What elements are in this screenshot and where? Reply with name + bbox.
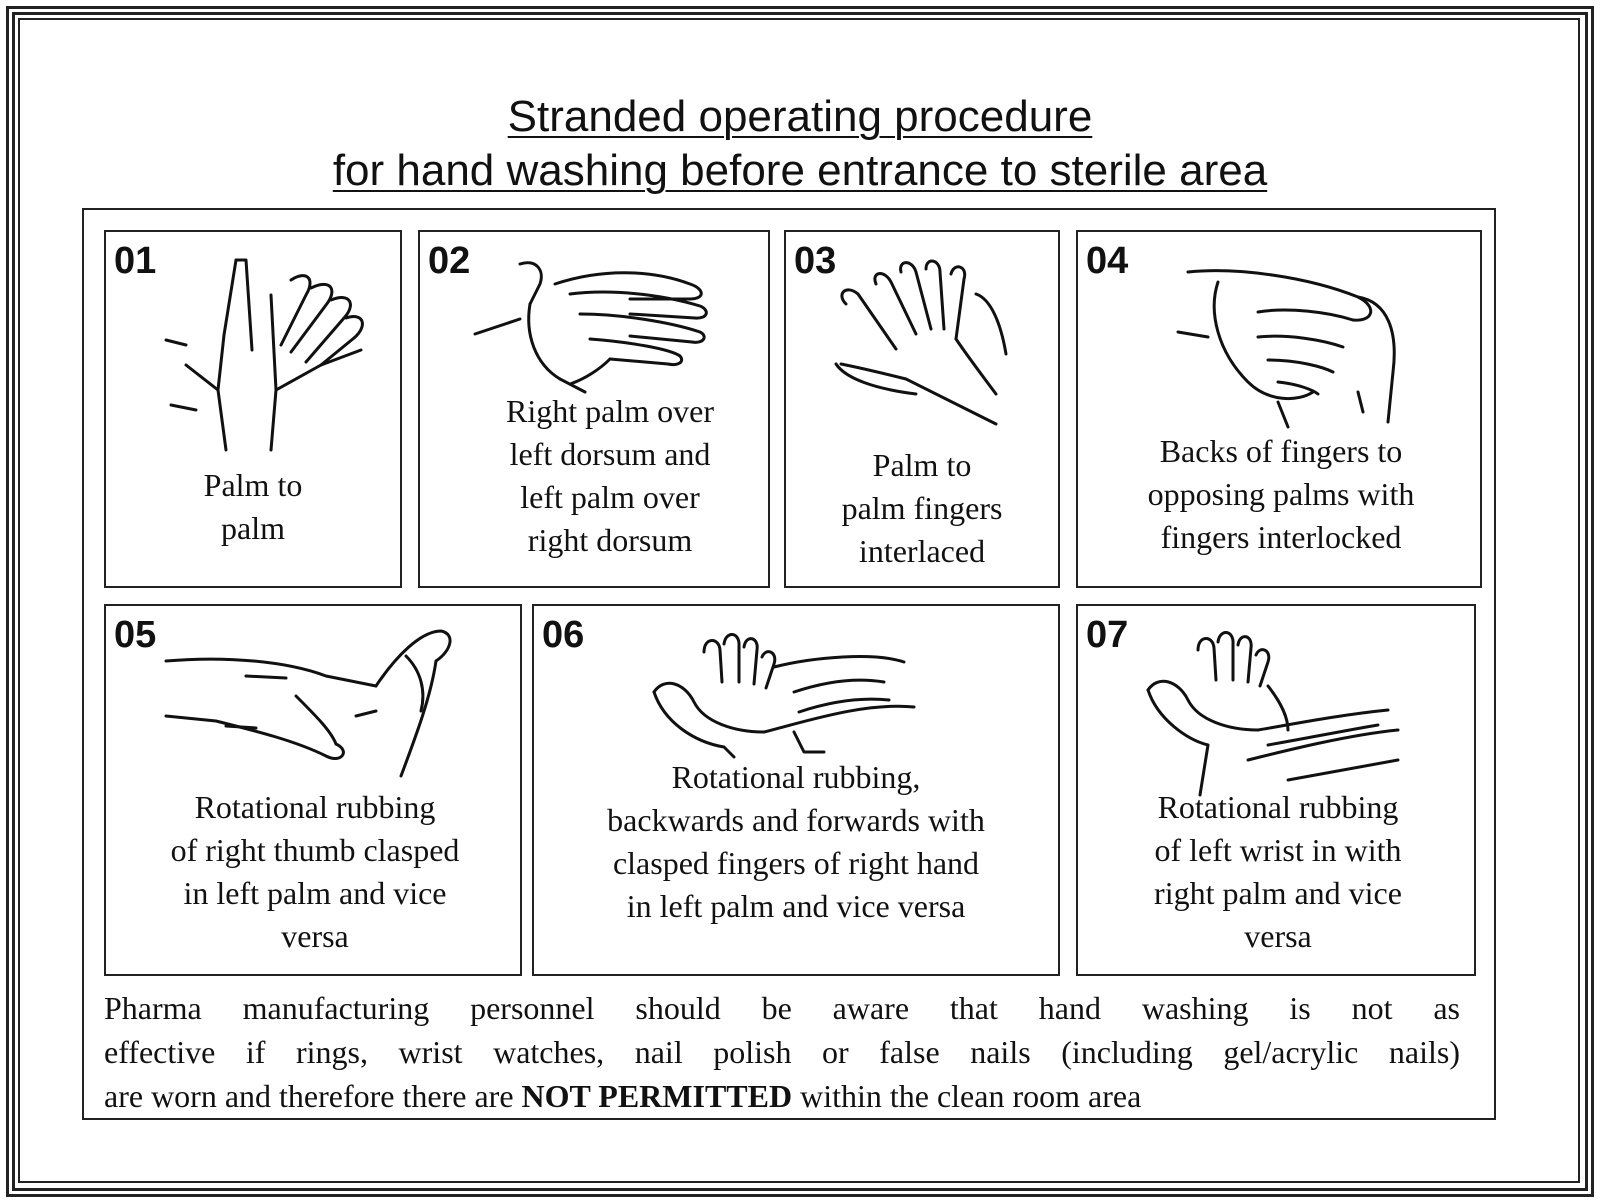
- steps-panel: [82, 208, 1496, 1120]
- step-caption: Palm to palm fingers interlaced: [786, 444, 1058, 573]
- caption-line: versa: [281, 918, 349, 954]
- caption-line: Rotational rubbing: [1157, 789, 1399, 825]
- note-line-3-start: are worn and therefore there are: [104, 1078, 522, 1114]
- title-line-1: Stranded operating procedure: [507, 92, 1093, 141]
- caption-line: right dorsum: [527, 522, 693, 558]
- thumb-rubbing-illustration: [164, 629, 452, 778]
- caption-line: left palm over: [520, 479, 700, 515]
- not-permitted-emphasis: NOT PERMITTED: [521, 1078, 793, 1114]
- note-line-1: Pharma manufacturing personnel should be…: [104, 990, 1460, 1026]
- step-box-03: 03 Palm to palm fingers interlaced: [784, 230, 1060, 588]
- step-caption: Rotational rubbing of left wrist in with…: [1088, 786, 1468, 958]
- caption-line: Rotational rubbing,: [671, 759, 921, 795]
- step-box-02: 02 Right palm over left dorsum and left …: [418, 230, 770, 588]
- note-line-3: are worn and therefore there are NOT PER…: [104, 1074, 1460, 1118]
- step-number: 03: [794, 240, 837, 282]
- caption-line: versa: [1244, 918, 1312, 954]
- caption-line: interlaced: [858, 533, 986, 569]
- wrist-rubbing-illustration: [1146, 631, 1400, 797]
- step-number: 06: [542, 614, 585, 656]
- step-number: 04: [1086, 240, 1129, 282]
- step-caption: Right palm over left dorsum and left pal…: [450, 390, 770, 562]
- caption-line: Rotational rubbing: [194, 789, 436, 825]
- caption-line: backwards and forwards with: [607, 802, 985, 838]
- step-caption: Rotational rubbing of right thumb claspe…: [116, 786, 514, 958]
- step-number: 07: [1086, 614, 1129, 656]
- palm-to-palm-illustration: [164, 258, 364, 452]
- fingers-interlocked-illustration: [1176, 269, 1396, 429]
- fingertip-rubbing-illustration: [652, 633, 916, 759]
- caption-line: palm fingers: [841, 490, 1003, 526]
- fingers-interlaced-illustration: [834, 259, 1008, 426]
- step-caption: Backs of fingers to opposing palms with …: [1088, 430, 1474, 559]
- caption-line: of left wrist in with: [1154, 832, 1402, 868]
- caption-line: Backs of fingers to: [1159, 433, 1403, 469]
- step-caption: Rotational rubbing, backwards and forwar…: [534, 756, 1058, 928]
- caption-line: clasped fingers of right hand: [612, 845, 980, 881]
- middle-border: [12, 12, 1588, 1191]
- caption-line: opposing palms with: [1147, 476, 1415, 512]
- step-box-01: 01 Palm to palm: [104, 230, 402, 588]
- step-number: 05: [114, 614, 157, 656]
- inner-border: [18, 18, 1580, 1183]
- step-caption: Palm to palm: [106, 464, 400, 550]
- note-line-3-end: within the clean room area: [792, 1078, 1142, 1114]
- caption-line: of right thumb clasped: [170, 832, 460, 868]
- step-box-04: 04 Backs of fingers to opposing palms wi…: [1076, 230, 1482, 588]
- step-box-06: 06 Rotational rubbing, backwards and for…: [532, 604, 1060, 976]
- warning-note: Pharma manufacturing personnel should be…: [104, 986, 1460, 1118]
- palm-over-dorsum-illustration: [473, 261, 708, 394]
- note-line-2: effective if rings, wrist watches, nail …: [104, 1034, 1460, 1070]
- outer-border: [6, 6, 1594, 1197]
- caption-line: in left palm and vice: [183, 875, 447, 911]
- caption-line: Palm to: [872, 447, 972, 483]
- caption-line: right palm and vice: [1154, 875, 1402, 911]
- caption-line: Right palm over: [506, 393, 714, 429]
- caption-line: left dorsum and: [509, 436, 711, 472]
- caption-line: palm: [221, 510, 285, 546]
- step-box-07: 07 Rotational rubbing of left wrist in w…: [1076, 604, 1476, 976]
- caption-line: fingers interlocked: [1160, 519, 1402, 555]
- step-box-05: 05 Rotational rubbing of right thumb cla…: [104, 604, 522, 976]
- caption-line: in left palm and vice versa: [626, 888, 966, 924]
- step-number: 02: [428, 240, 471, 282]
- title-line-2: for hand washing before entrance to ster…: [332, 146, 1268, 195]
- step-number: 01: [114, 240, 157, 282]
- caption-line: Palm to: [203, 467, 303, 503]
